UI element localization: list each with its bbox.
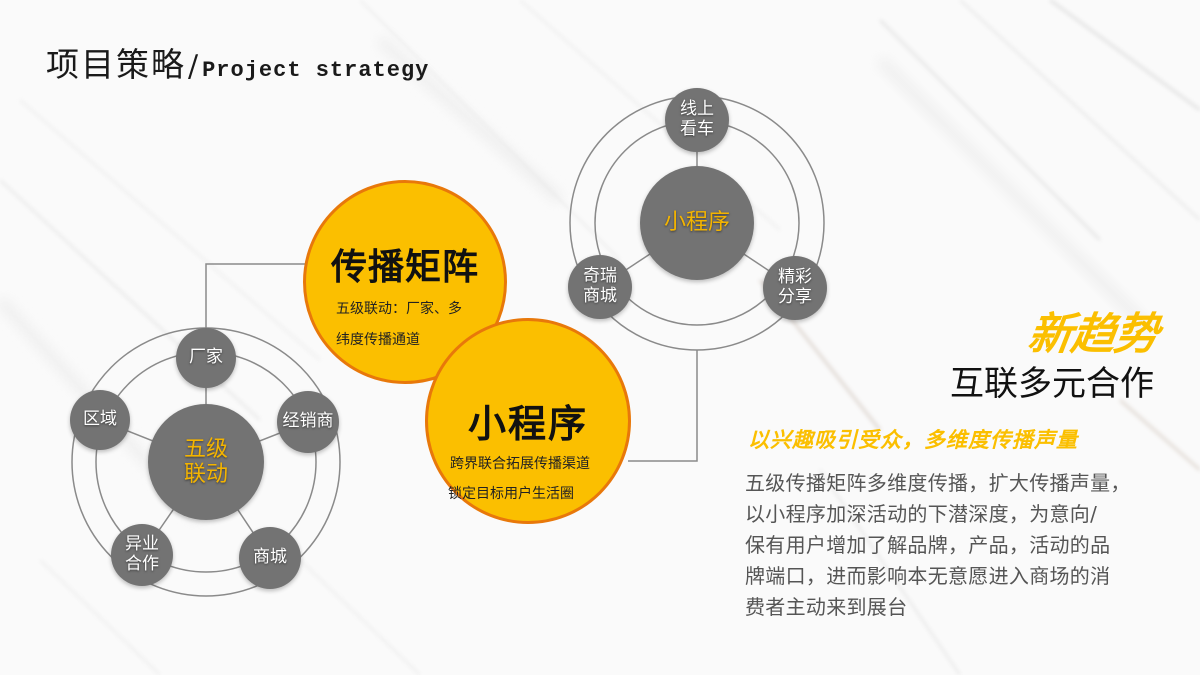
title-english: Project strategy [202, 58, 430, 83]
left-node-manufacturer: 厂家 [176, 328, 236, 388]
connector-left [205, 263, 305, 330]
callout-mini-program-line2: 锁定目标用户生活圈 [448, 486, 574, 502]
summary-line: 费者主动来到展台 [745, 595, 908, 619]
right-node-highlights-share: 精彩 分享 [763, 256, 827, 320]
callout-spread-matrix: 传播矩阵 五级联动：厂家、多 纬度传播通道 [303, 180, 507, 384]
summary-line: 以小程序加深活动的下潜深度，为意向/ [745, 502, 1098, 526]
left-node-mall: 商城 [239, 527, 301, 589]
right-node-chery-mall: 奇瑞 商城 [568, 255, 632, 319]
right-node-online-viewing: 线上 看车 [665, 88, 729, 152]
left-center-line1: 五级 [183, 436, 228, 462]
callout-spread-matrix-line1: 五级联动：厂家、多 [336, 301, 462, 317]
callout-mini-program-line1: 跨界联合拓展传播渠道 [450, 456, 590, 472]
left-node-dealer: 经销商 [277, 391, 339, 453]
page-title: 项目策略/Project strategy [46, 38, 429, 86]
summary-line: 保有用户增加了解品牌，产品，活动的品 [745, 533, 1111, 557]
callout-spread-matrix-heading: 传播矩阵 [330, 247, 479, 288]
right-center-node: 小程序 [640, 166, 754, 280]
right-center-label: 小程序 [663, 210, 730, 236]
title-chinese: 项目策略 [46, 45, 186, 84]
callout-mini-program-heading: 小程序 [467, 402, 588, 446]
title-separator: / [188, 49, 201, 84]
left-center-line2: 联动 [183, 462, 228, 487]
left-center-node: 五级 联动 [148, 404, 264, 520]
summary-line: 牌端口，进而影响本无意愿进入商场的消 [745, 564, 1111, 588]
summary-line: 五级传播矩阵多维度传播，扩大传播声量， [745, 471, 1131, 495]
left-node-region: 区域 [70, 390, 130, 450]
summary-paragraph: 五级传播矩阵多维度传播，扩大传播声量， 以小程序加深活动的下潜深度，为意向/ 保… [745, 468, 1185, 623]
connector-right [628, 350, 698, 462]
callout-mini-program: 小程序 跨界联合拓展传播渠道 锁定目标用户生活圈 [425, 318, 631, 524]
slogan: 以兴趣吸引受众，多维度传播声量 [748, 428, 1078, 452]
trend-subtitle: 互联多元合作 [950, 364, 1154, 404]
callout-spread-matrix-line2: 纬度传播通道 [336, 332, 420, 348]
left-node-crossover: 异业 合作 [111, 524, 173, 586]
